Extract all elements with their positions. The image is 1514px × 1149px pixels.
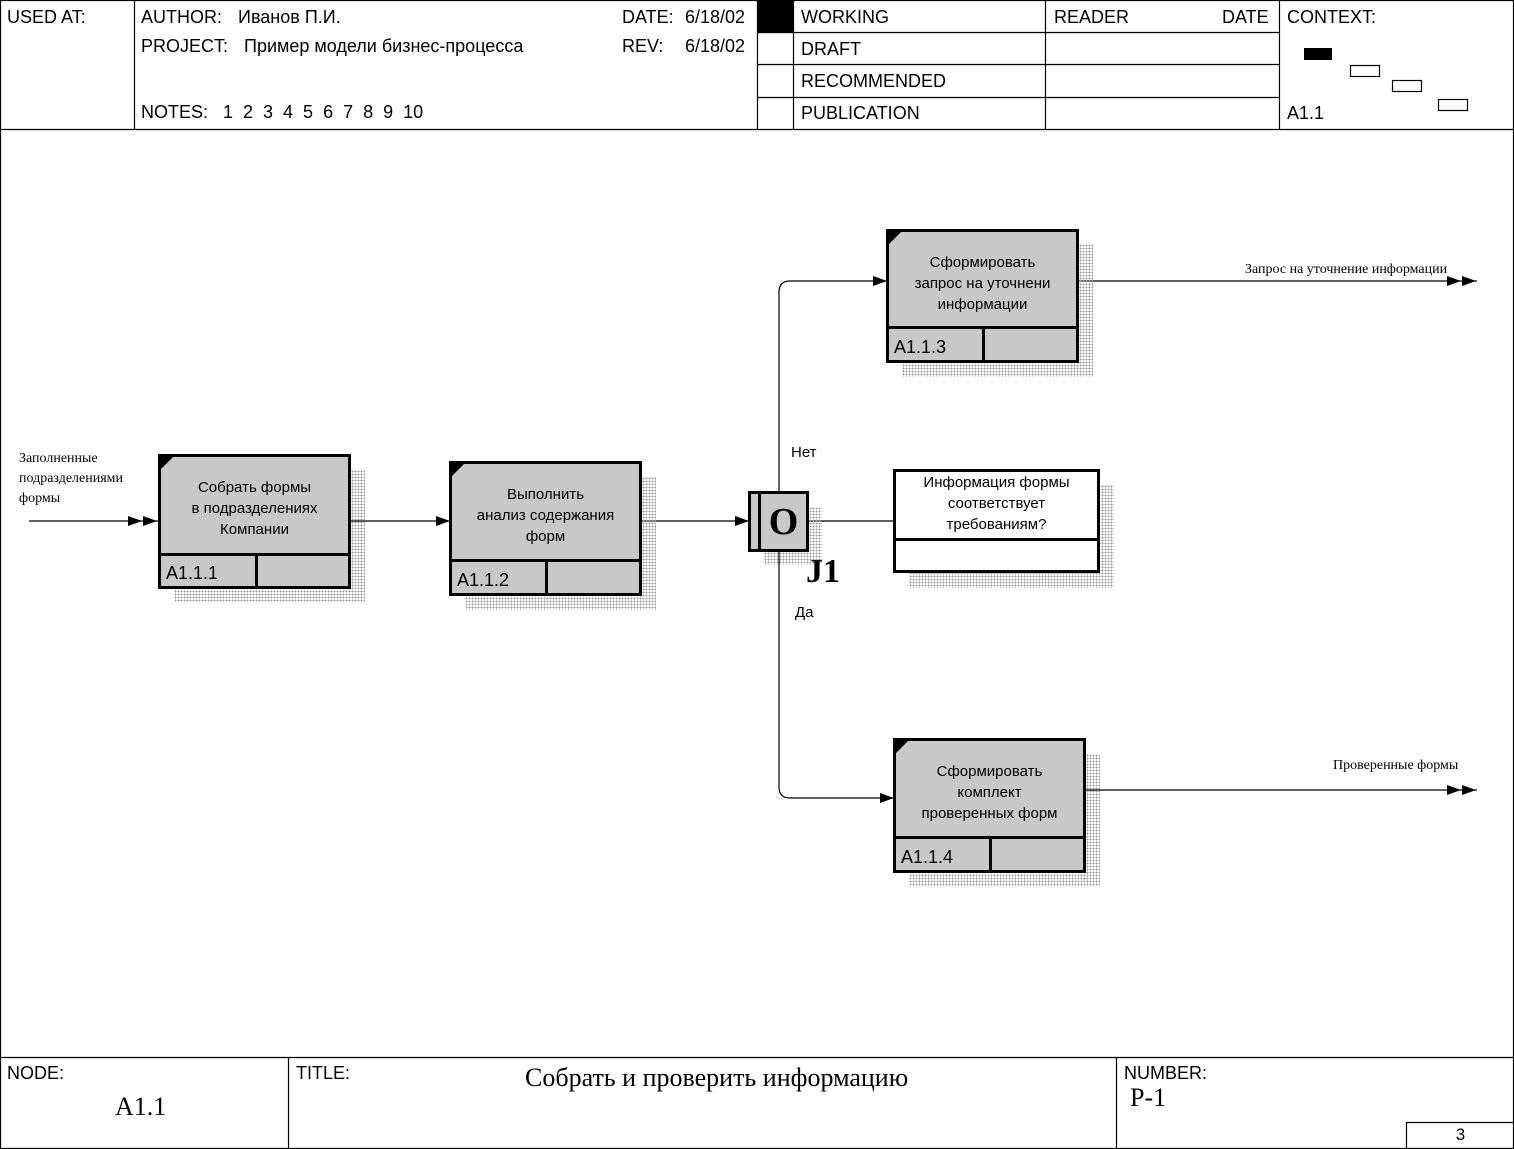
title-value: Собрать и проверить информацию <box>525 1063 909 1092</box>
box-footer-divider <box>982 329 985 360</box>
node-label: NODE: <box>7 1063 65 1083</box>
box-footer-divider <box>545 562 548 593</box>
status-recommended: RECOMMENDED <box>801 71 947 91</box>
corner-mark <box>161 457 173 469</box>
box-title-line: в подразделениях <box>191 500 318 517</box>
referent-title-line: требованиям? <box>946 516 1047 533</box>
junction-label: J1 <box>806 553 840 590</box>
notes-values: 1 2 3 4 5 6 7 8 9 10 <box>223 102 424 122</box>
box-footer: A1.1.2 <box>452 559 639 593</box>
branch-yes-label: Да <box>795 604 814 621</box>
referent-title-line: соответствует <box>947 495 1046 512</box>
output-checked-label: Проверенные формы <box>1333 758 1459 773</box>
status-draft: DRAFT <box>801 39 861 59</box>
input-label: Заполненные подразделениями формы <box>19 449 123 509</box>
context-label: CONTEXT: <box>1287 7 1377 27</box>
project-value: Пример модели бизнес-процесса <box>244 36 524 56</box>
arrow-j1-a114 <box>778 551 894 803</box>
box-footer-divider <box>255 556 258 586</box>
junction-bar <box>758 494 761 549</box>
box-node-number: A1.1.3 <box>894 337 947 357</box>
date-label: DATE: <box>622 7 674 27</box>
box-title-line: Сформировать <box>936 763 1043 780</box>
box-title: Сформировать запрос на уточнени информац… <box>889 252 1076 315</box>
branch-no-label: Нет <box>791 444 817 461</box>
output-request-label: Запрос на уточнение информации <box>1245 262 1448 277</box>
box-title-line: комплект <box>957 784 1022 801</box>
box-footer: A1.1.4 <box>896 836 1083 870</box>
referent-title: Информация формы соответствует требовани… <box>896 472 1097 535</box>
referent-box[interactable]: Информация формы соответствует требовани… <box>893 469 1100 573</box>
box-title-line: Сформировать <box>929 254 1036 271</box>
input-label-line: Заполненные <box>19 451 98 466</box>
input-label-line: формы <box>19 491 61 506</box>
box-title: Выполнить анализ содержания форм <box>452 484 639 547</box>
rev-label: REV: <box>622 36 664 56</box>
reader-label: READER <box>1054 7 1130 27</box>
box-footer-divider <box>989 839 992 870</box>
context-active-box <box>1304 48 1332 60</box>
box-title-line: форм <box>525 528 566 545</box>
rev-value: 6/18/02 <box>685 36 746 56</box>
status-working: WORKING <box>801 7 889 27</box>
box-footer: A1.1.1 <box>161 553 348 586</box>
reader-date-label: DATE <box>1222 7 1269 27</box>
activity-box-a113[interactable]: Сформировать запрос на уточнени информац… <box>886 229 1079 363</box>
box-title: Собрать формы в подразделениях Компании <box>161 477 348 540</box>
box-title-line: проверенных форм <box>921 805 1058 822</box>
box-node-number: A1.1.4 <box>901 847 954 867</box>
box-title: Сформировать комплект проверенных форм <box>896 761 1083 824</box>
title-label: TITLE: <box>296 1063 351 1083</box>
box-title-line: информации <box>937 296 1028 313</box>
corner-mark <box>889 232 901 244</box>
context-node: A1.1 <box>1287 103 1325 123</box>
notes-label: NOTES: <box>141 102 209 122</box>
page-number: 3 <box>1455 1125 1466 1144</box>
author-value: Иванов П.И. <box>238 7 341 27</box>
box-title-line: Выполнить <box>506 486 585 503</box>
used-at-label: USED AT: <box>7 7 86 27</box>
referent-footer <box>896 538 1097 570</box>
activity-box-a111[interactable]: Собрать формы в подразделениях Компании … <box>158 454 351 589</box>
box-node-number: A1.1.1 <box>166 563 219 583</box>
junction-symbol: O <box>768 501 799 543</box>
date-value: 6/18/02 <box>685 7 746 27</box>
project-label: PROJECT: <box>141 36 229 56</box>
box-footer: A1.1.3 <box>889 326 1076 360</box>
arrow-j1-a113 <box>778 276 887 493</box>
corner-mark <box>896 741 908 753</box>
box-title-line: анализ содержания <box>476 507 615 524</box>
status-publication: PUBLICATION <box>801 103 920 123</box>
box-title-line: Компании <box>220 521 289 538</box>
number-value: P-1 <box>1130 1083 1167 1112</box>
activity-box-a112[interactable]: Выполнить анализ содержания форм A1.1.2 <box>449 461 642 596</box>
node-value: A1.1 <box>115 1092 167 1121</box>
box-node-number: A1.1.2 <box>457 570 510 590</box>
box-title-line: запрос на уточнени <box>914 275 1051 292</box>
box-title-line: Собрать формы <box>197 479 312 496</box>
referent-title-line: Информация формы <box>923 474 1070 491</box>
corner-mark <box>452 464 464 476</box>
junction-j1[interactable]: O <box>748 491 809 552</box>
number-label: NUMBER: <box>1124 1063 1208 1083</box>
activity-box-a114[interactable]: Сформировать комплект проверенных форм A… <box>893 738 1086 873</box>
author-label: AUTHOR: <box>141 7 222 27</box>
input-label-line: подразделениями <box>19 471 124 486</box>
